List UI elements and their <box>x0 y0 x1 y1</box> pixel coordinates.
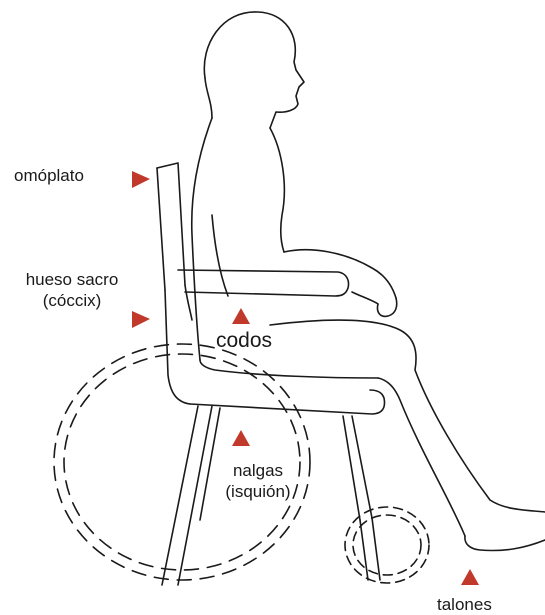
label-codos: codos <box>216 329 272 353</box>
nalgas-marker-triangle <box>232 430 250 446</box>
label-talones: talones <box>437 594 492 615</box>
caster-wheel-dashed <box>345 507 429 583</box>
omoplato-marker-triangle <box>132 171 150 188</box>
codos-marker-triangle <box>232 308 250 324</box>
label-hueso-sacro-line2: (cóccix) <box>2 290 142 311</box>
label-hueso-sacro: hueso sacro (cóccix) <box>2 269 142 311</box>
label-nalgas: nalgas (isquión) <box>214 460 302 502</box>
label-nalgas-line1: nalgas <box>214 460 302 481</box>
talones-marker-triangle <box>461 569 479 585</box>
label-hueso-sacro-line1: hueso sacro <box>2 269 142 290</box>
label-nalgas-line2: (isquión) <box>214 481 302 502</box>
label-omoplato: omóplato <box>14 165 84 186</box>
sacro-marker-triangle <box>132 311 150 328</box>
pressure-markers <box>132 171 479 585</box>
